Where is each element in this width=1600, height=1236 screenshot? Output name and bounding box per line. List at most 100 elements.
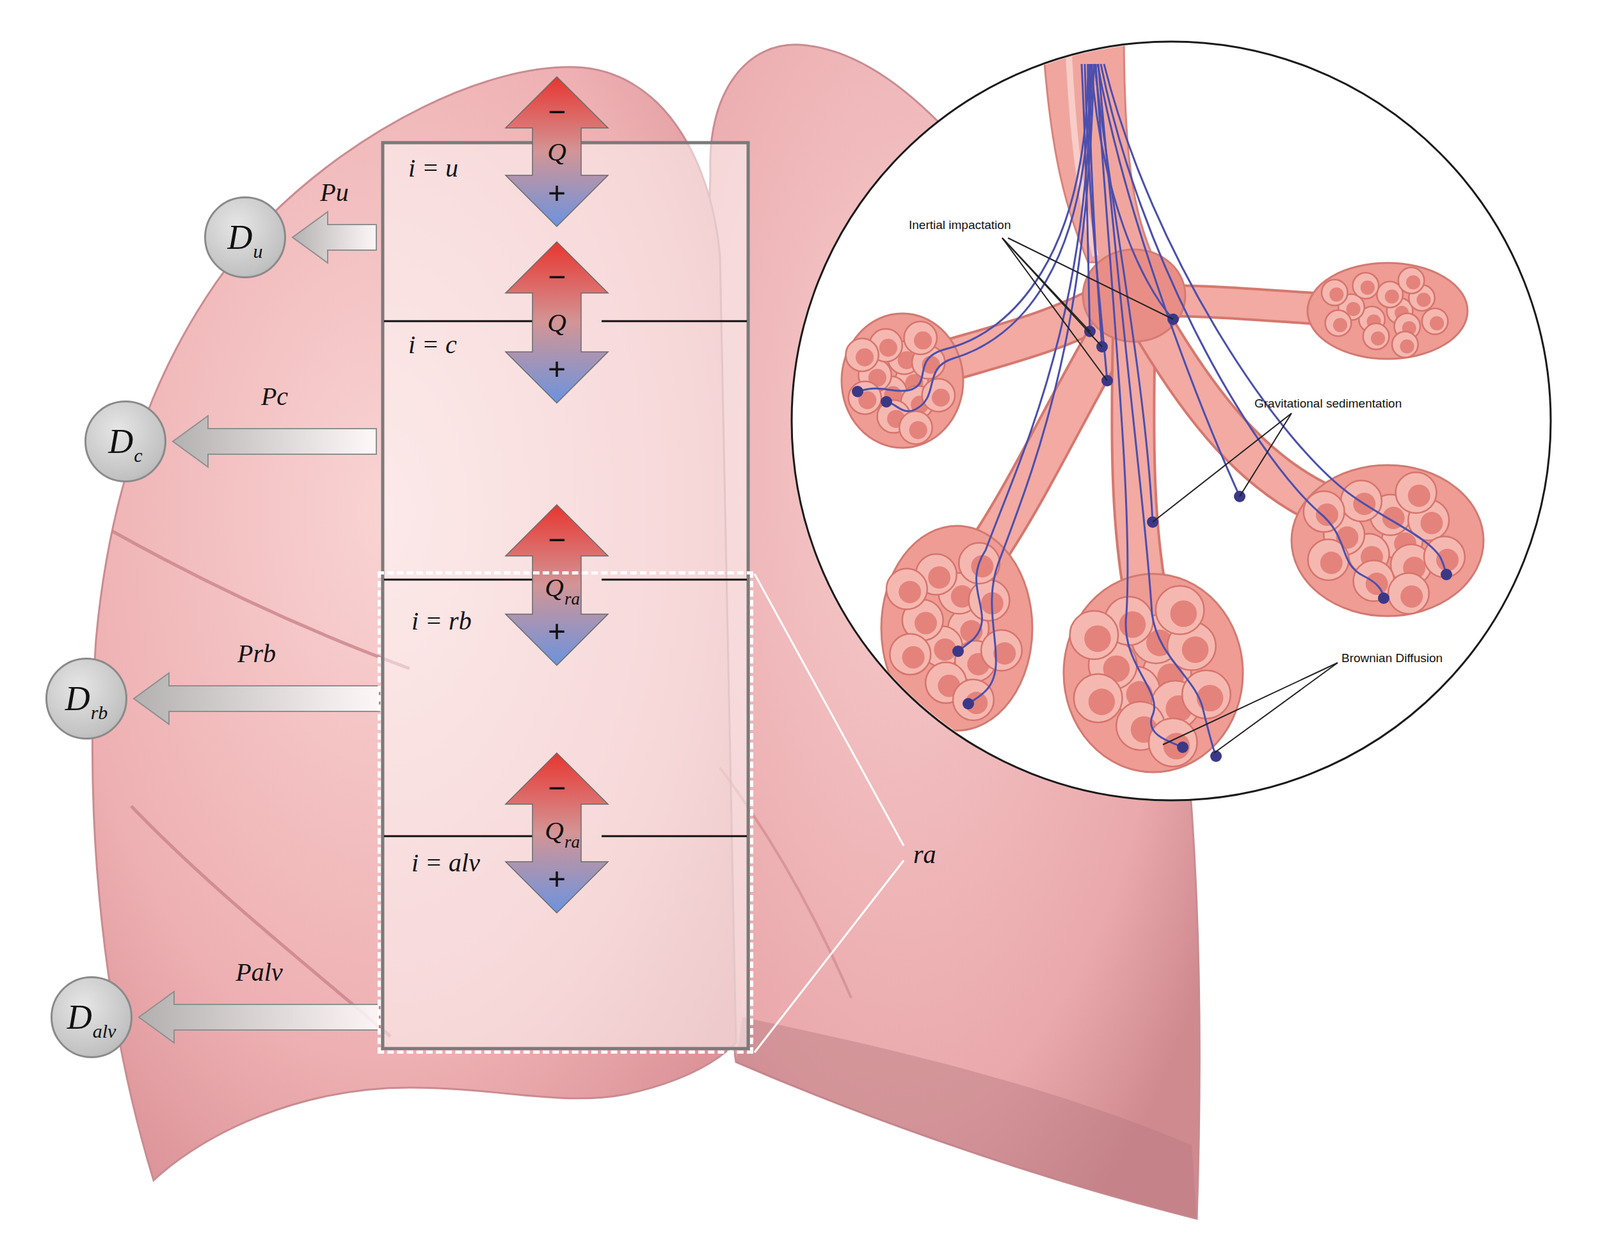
particle-path — [1091, 64, 1174, 320]
flux-label: Pc — [261, 384, 288, 410]
alveolus — [1392, 331, 1419, 358]
compartment-panel — [382, 142, 749, 1049]
sign-symbol: + — [547, 616, 566, 648]
divider-line — [601, 320, 747, 323]
alveolus — [1303, 491, 1345, 533]
deposited-particle — [1440, 568, 1453, 581]
circle-label: Dalv — [67, 1000, 117, 1035]
variable-subscript: rb — [90, 702, 109, 724]
compartment-label: i = c — [408, 332, 457, 358]
particle-path — [1098, 64, 1216, 757]
alveolus-shade — [1399, 339, 1414, 354]
alveolus-shade — [1163, 732, 1191, 760]
particle-path — [1095, 64, 1183, 748]
particle-path — [968, 64, 1094, 704]
compartment-circle: Dc — [84, 400, 167, 483]
circle-label: Du — [227, 220, 264, 255]
alveolus-shade — [1182, 636, 1209, 664]
alveolus-shade — [1436, 549, 1459, 572]
alveolus — [1388, 573, 1430, 615]
alveolus-shade — [1170, 600, 1198, 628]
leader-line — [1152, 413, 1292, 523]
variable-symbol: D — [227, 218, 253, 257]
compartment-circle: Du — [204, 196, 287, 279]
mechanism-label: Inertial impactation — [908, 218, 1011, 232]
particle-path — [1104, 64, 1447, 575]
flux-arrow-shape — [172, 416, 377, 468]
alveolus-shade — [1329, 287, 1344, 302]
flux-arrow — [133, 673, 380, 725]
alveolus — [1363, 323, 1390, 351]
flux-arrow-shape — [133, 673, 380, 725]
divider-line — [384, 835, 533, 838]
mechanism-label: Brownian Diffusion — [1341, 652, 1443, 665]
flow-symbol: ra — [564, 590, 580, 608]
alveolus-shade — [931, 389, 950, 408]
particle-path — [857, 64, 1088, 392]
sign-symbol: − — [547, 261, 566, 293]
alveolus-shade — [1416, 293, 1431, 308]
alveolus — [1352, 272, 1380, 299]
alveolus-shade — [1119, 611, 1147, 639]
alveolus-shade — [1315, 503, 1339, 527]
flux-arrow — [172, 416, 377, 468]
alveolus — [1321, 279, 1348, 306]
airway-branch — [979, 332, 1111, 564]
divider-line — [601, 835, 747, 838]
flux-arrow-shape — [292, 211, 377, 264]
alveolar-sac — [1307, 263, 1468, 360]
alveolus — [1395, 472, 1437, 514]
alveolus-shade — [1196, 684, 1224, 712]
compartment-circle: Dalv — [50, 976, 133, 1059]
alveolus-shade — [1384, 289, 1400, 304]
alveolus — [899, 411, 932, 445]
divider-line — [384, 579, 533, 582]
alveolus-shade — [1406, 275, 1421, 290]
particle-path — [1100, 64, 1384, 599]
deposited-particle — [1377, 592, 1390, 605]
flux-label: Palv — [235, 960, 283, 986]
alveolar-sac — [1291, 465, 1484, 617]
alveolus — [1422, 308, 1449, 335]
bracket-line — [754, 860, 904, 1053]
alveolus-shade — [1429, 316, 1444, 331]
variable-symbol: D — [108, 422, 134, 461]
sign-symbol: − — [547, 96, 566, 128]
alveolus-shade — [928, 566, 951, 589]
alveolus-shade — [1408, 484, 1431, 507]
sign-symbol: − — [547, 524, 566, 556]
alveolar-sac — [841, 313, 964, 448]
alveolus — [886, 568, 928, 610]
alveolus-shade — [1400, 585, 1423, 608]
flow-symbol: ra — [564, 833, 580, 852]
compartment-dividers — [384, 321, 747, 837]
variable-subscript: alv — [92, 1020, 117, 1042]
leader-line — [1162, 663, 1338, 745]
alveolus-shade — [898, 581, 921, 604]
alveolus-shade — [970, 555, 994, 578]
deposited-particle — [1176, 741, 1189, 754]
compartment-box: i = alv — [385, 839, 752, 1053]
airway-branch — [1155, 329, 1325, 506]
particle-paths — [851, 64, 1453, 763]
circle-label: Dc — [108, 424, 143, 459]
double-arrow — [505, 753, 608, 914]
alveolus-shade — [1370, 331, 1385, 346]
mechanism-label: Gravitational sedimentation — [1254, 397, 1402, 410]
alveolus — [1070, 611, 1119, 660]
airway-outline — [1132, 332, 1146, 596]
divider-line — [384, 320, 533, 323]
alveolar-sac — [881, 526, 1033, 731]
divider-line — [601, 579, 747, 582]
alveolus-shade — [855, 348, 874, 367]
alveolus — [981, 630, 1023, 672]
inset-border — [791, 41, 1551, 801]
variable-symbol: D — [67, 998, 93, 1037]
airway-outline — [979, 332, 1111, 564]
sign-symbol: − — [547, 773, 566, 804]
compartment-circle: Drb — [45, 657, 128, 740]
lung-base-shade — [736, 1017, 1197, 1220]
compartment-box: i = rb — [385, 583, 752, 840]
alveolus-shade — [1360, 280, 1375, 296]
